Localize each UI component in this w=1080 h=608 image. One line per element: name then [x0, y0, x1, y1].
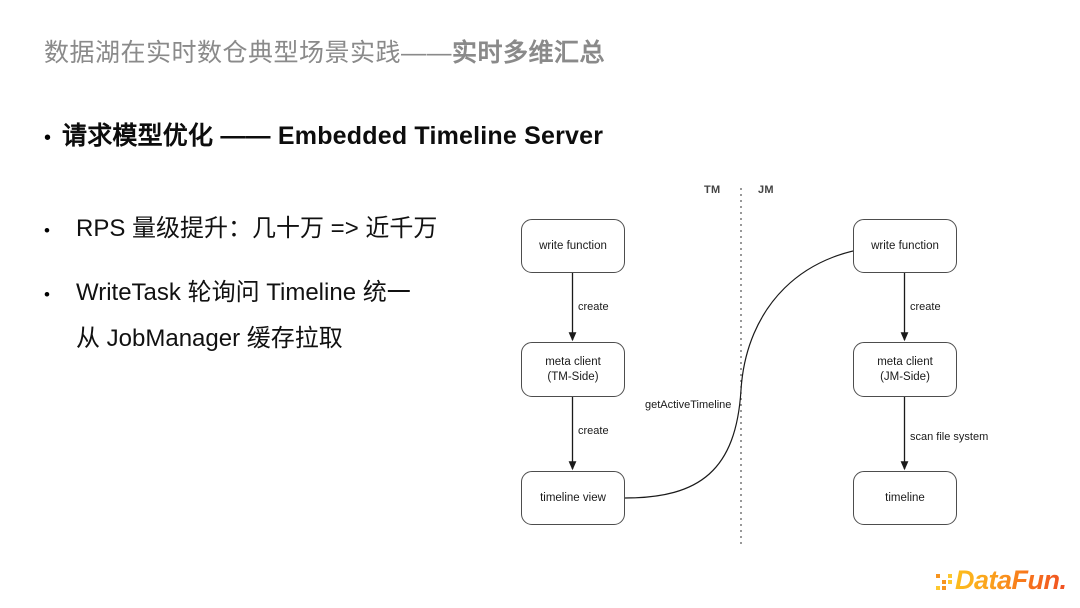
page-title-main: 数据湖在实时数仓典型场景实践——: [44, 39, 453, 67]
edge-get-active-timeline: [624, 242, 900, 499]
list-item-line-2: 从 JobManager 缓存拉取: [76, 325, 343, 352]
node-tm-meta-client[interactable]: meta client (TM-Side): [521, 342, 625, 397]
bullet-marker-icon: •: [44, 221, 50, 240]
lane-label-tm: TM: [704, 184, 721, 196]
edge-label-jm-create-1: create: [910, 301, 941, 313]
lane-label-jm: JM: [758, 184, 774, 196]
diagram-connectors: [568, 188, 909, 548]
node-jm-write-function[interactable]: write function: [853, 219, 957, 273]
bullet-marker-icon: •: [44, 285, 50, 304]
node-tm-timeline-view[interactable]: timeline view: [521, 471, 625, 525]
node-tm-write-function[interactable]: write function: [521, 219, 625, 273]
edge-label-jm-scan: scan file system: [910, 431, 989, 443]
edge-label-tm-create-2: create: [578, 425, 609, 437]
node-jm-meta-client[interactable]: meta client (JM-Side): [853, 342, 957, 397]
headline-bullet: • 请求模型优化 —— Embedded Timeline Server: [44, 116, 603, 152]
node-label-line-1: meta client: [545, 355, 601, 368]
edge-label-get-active-timeline: getActiveTimeline: [645, 399, 732, 411]
node-label-line-1: timeline view: [540, 491, 606, 504]
node-label-line-2: (JM-Side): [880, 370, 930, 383]
list-item: • RPS 量级提升：几十万 => 近千万: [44, 206, 514, 252]
page-title-emphasis: 实时多维汇总: [452, 39, 606, 67]
edge-label-tm-create-1: create: [578, 301, 609, 313]
list-item-line-1: WriteTask 轮询问 Timeline 统一: [76, 279, 411, 306]
bullet-list: • RPS 量级提升：几十万 => 近千万 • WriteTask 轮询问 Ti…: [44, 206, 514, 380]
logo-wordmark: DataFun.: [955, 565, 1067, 595]
headline-text: 请求模型优化 —— Embedded Timeline Server: [62, 122, 604, 150]
logo-dots-icon: [936, 573, 952, 590]
node-label-line-1: meta client: [877, 355, 933, 368]
node-jm-timeline[interactable]: timeline: [853, 471, 957, 525]
node-label-line-1: timeline: [885, 491, 925, 504]
datafun-logo: DataFun.: [936, 562, 1067, 598]
page-title: 数据湖在实时数仓典型场景实践——实时多维汇总: [44, 36, 605, 70]
bullet-marker-icon: •: [44, 127, 52, 149]
list-item-text: WriteTask 轮询问 Timeline 统一 从 JobManager 缓…: [76, 270, 411, 362]
list-item: • WriteTask 轮询问 Timeline 统一 从 JobManager…: [44, 270, 514, 362]
architecture-diagram: TM JM write function meta client (TM-Sid…: [500, 170, 1060, 560]
node-label-line-1: write function: [539, 239, 607, 252]
node-label-line-2: (TM-Side): [547, 370, 599, 383]
list-item-text: RPS 量级提升：几十万 => 近千万: [76, 215, 438, 242]
node-label-line-1: write function: [871, 239, 939, 252]
